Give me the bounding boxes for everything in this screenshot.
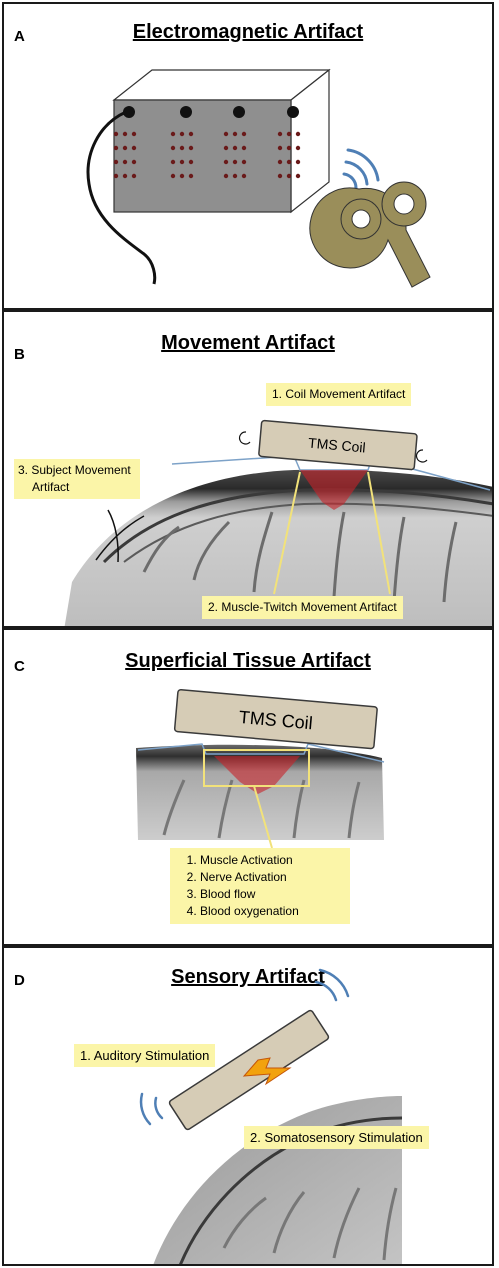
tms-coil: TMS Coil	[173, 689, 378, 750]
movement-illustration: TMS Coil	[64, 419, 492, 626]
electrode-pin	[232, 131, 238, 137]
subject-movement-arrow-icon	[95, 509, 145, 563]
tms-figure-eight-coil-icon	[309, 181, 431, 288]
electrode-pin	[170, 131, 176, 137]
electrode-pin	[295, 145, 301, 151]
electrode-pin	[286, 131, 292, 137]
electrode-pin	[188, 159, 194, 165]
electrode-pin	[223, 131, 229, 137]
callout-subject-movement-line2: Artifact	[32, 480, 70, 494]
electrode-pin	[131, 131, 137, 137]
stimulation-field	[300, 470, 368, 510]
electrode-cable	[86, 110, 157, 285]
callout-muscle-twitch: 2. Muscle-Twitch Movement Artifact	[202, 596, 403, 619]
tms-coil-label: TMS Coil	[308, 435, 367, 456]
electrode-pin	[122, 131, 128, 137]
electrode-pin	[179, 131, 185, 137]
electrode-pin	[241, 173, 247, 179]
electrode-pin	[113, 145, 119, 151]
electrode-pin	[286, 145, 292, 151]
electromagnetic-illustration	[86, 68, 431, 288]
callout-subject-movement-line1: 3. Subject Movement	[18, 463, 131, 477]
lightning-bolt-icon	[242, 1057, 292, 1086]
sensory-illustration	[139, 968, 403, 1264]
list-item: Blood oxygenation	[200, 903, 340, 920]
panel-electromagnetic: A Electromagnetic Artifact	[2, 2, 494, 310]
electrode-pin	[122, 145, 128, 151]
panel-title-b: Movement Artifact	[161, 332, 335, 354]
superficial-tissue-illustration: TMS Coil	[136, 689, 385, 849]
electrode-pin	[223, 159, 229, 165]
panel-sensory: D Sensory Artifact	[2, 946, 494, 1266]
panel-letter-b: B	[14, 346, 25, 363]
panel-letter-d: D	[14, 972, 25, 989]
tissue-pointer-line	[253, 785, 273, 849]
electrode-pin	[232, 159, 238, 165]
electrode-pin	[223, 173, 229, 179]
coil-rotation-arrow-icon	[238, 431, 428, 463]
panel-title-a: Electromagnetic Artifact	[132, 21, 364, 43]
list-item: Blood flow	[200, 886, 340, 903]
panel-title-d: Sensory Artifact	[171, 966, 325, 988]
electrode-connector	[123, 106, 135, 118]
electrode-pin	[170, 173, 176, 179]
electrode-pin	[286, 159, 292, 165]
electrode-pin	[170, 145, 176, 151]
callout-somatosensory: 2. Somatosensory Stimulation	[244, 1126, 429, 1149]
electrode-pin	[277, 131, 283, 137]
electrode-pin	[179, 173, 185, 179]
tissue-effects-list: Muscle Activation Nerve Activation Blood…	[170, 848, 350, 924]
electrode-pin	[113, 159, 119, 165]
electrode-connector	[287, 106, 299, 118]
list-item: Nerve Activation	[200, 869, 340, 886]
electrode-pin	[122, 173, 128, 179]
electrode-connector	[180, 106, 192, 118]
electrode-pin	[179, 159, 185, 165]
electrode-pin	[223, 145, 229, 151]
em-wave-icon	[342, 148, 380, 190]
electrode-pin	[241, 159, 247, 165]
electrode-pin	[277, 173, 283, 179]
electrode-pin	[131, 145, 137, 151]
electrode-pin	[188, 131, 194, 137]
callout-coil-movement: 1. Coil Movement Artifact	[266, 383, 412, 406]
electrode-pin	[232, 173, 238, 179]
electrode-connector	[233, 106, 245, 118]
sound-wave-icon	[139, 968, 350, 1126]
callout-subject-movement: 3. Subject Movement Artifact	[14, 459, 140, 499]
electrode-pin	[241, 145, 247, 151]
electrode-pin	[295, 131, 301, 137]
stimulation-field	[214, 756, 300, 794]
electrode-pin	[241, 131, 247, 137]
callout-auditory: 1. Auditory Stimulation	[74, 1044, 216, 1067]
electrode-pin	[188, 145, 194, 151]
electrode-pin	[179, 145, 185, 151]
panel-title-c: Superficial Tissue Artifact	[125, 650, 371, 672]
electrode-pin	[277, 145, 283, 151]
tms-coil: TMS Coil	[258, 419, 418, 471]
electrode-pin	[131, 173, 137, 179]
electrode-pin	[113, 173, 119, 179]
electrode-pin	[295, 159, 301, 165]
electrode-pin	[232, 145, 238, 151]
panel-superficial-tissue: C Superficial Tissue Artifact TMS C	[2, 628, 494, 946]
panel-movement: B Movement Artifact	[2, 310, 494, 628]
panel-letter-c: C	[14, 658, 25, 675]
electrode-pin	[113, 131, 119, 137]
brain-mri-slice	[64, 469, 492, 626]
superficial-tissue-highlight-box	[203, 749, 310, 787]
panel-letter-a: A	[14, 28, 25, 45]
eeg-amplifier-box	[112, 68, 331, 214]
electrode-pin	[122, 159, 128, 165]
electrode-pin	[286, 173, 292, 179]
twitch-pointer-lines	[273, 471, 391, 595]
list-item: Muscle Activation	[200, 852, 340, 869]
electrode-pin	[295, 173, 301, 179]
scalp-contour-line	[137, 743, 385, 763]
electrode-pin	[277, 159, 283, 165]
electrode-pin	[188, 173, 194, 179]
electrode-pin	[170, 159, 176, 165]
electrode-pin	[131, 159, 137, 165]
